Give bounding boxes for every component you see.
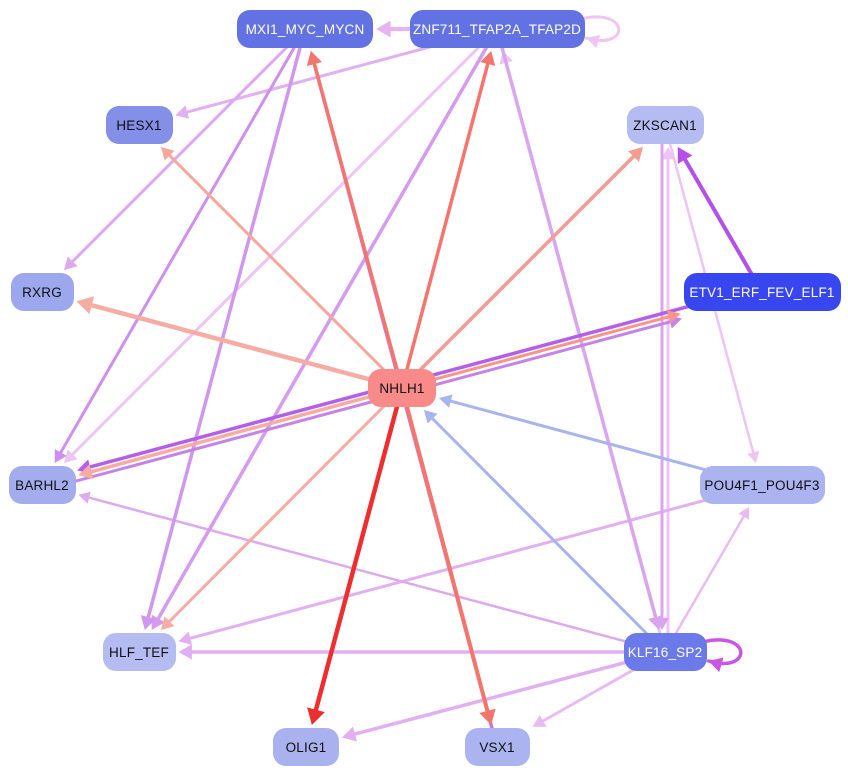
node-klf16-sp2[interactable]: KLF16_SP2 [623, 633, 707, 671]
node-olig1[interactable]: OLIG1 [273, 728, 339, 766]
node-pou4f1-pou4f3[interactable]: POU4F1_POU4F3 [699, 466, 825, 504]
node-hlf-tef[interactable]: HLF_TEF [102, 633, 176, 671]
node-zkscan1[interactable]: ZKSCAN1 [626, 106, 704, 144]
node-znf711-tfap2a-tfap2d[interactable]: ZNF711_TFAP2A_TFAP2D [409, 10, 585, 48]
node-nhlh1[interactable]: NHLH1 [368, 369, 436, 407]
node-vsx1[interactable]: VSX1 [464, 728, 530, 766]
node-hesx1[interactable]: HESX1 [105, 106, 173, 144]
node-etv1-erf-fev-elf1[interactable]: ETV1_ERF_FEV_ELF1 [683, 273, 841, 311]
node-rxrg[interactable]: RXRG [10, 273, 74, 311]
node-mxi1-myc-mycn[interactable]: MXI1_MYC_MYCN [237, 10, 373, 48]
node-barhl2[interactable]: BARHL2 [8, 466, 76, 504]
